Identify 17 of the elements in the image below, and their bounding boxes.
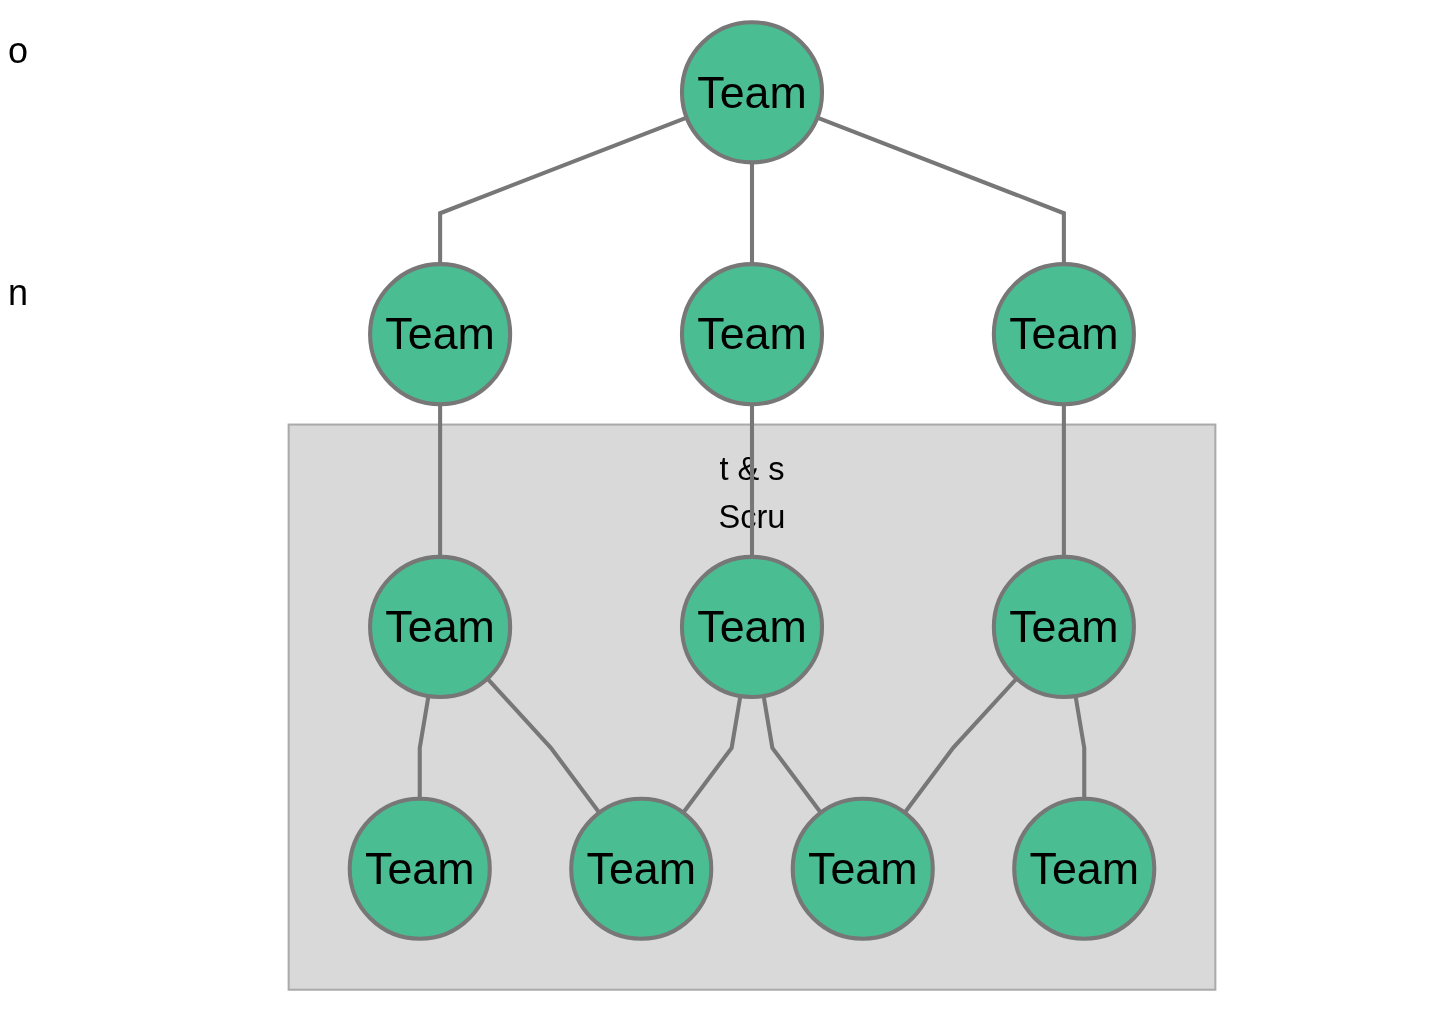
node-circle: Team [991,261,1136,406]
node-circle: Team [679,554,824,699]
node-circle: Team [790,796,935,941]
node-circle: Team [568,796,713,941]
side-label: n [8,272,30,314]
node-circle: Team [679,261,824,406]
connector [761,695,822,814]
connector [902,676,1018,814]
node-circle: Team [367,261,512,406]
node-circle: Team [1011,796,1156,941]
node-circle: Team [367,554,512,699]
node-circle: Team [679,19,824,164]
node-circle: Team [991,554,1136,699]
node-circle: Team [347,796,492,941]
connector [681,695,742,814]
side-label: o [8,30,30,72]
connector [485,676,601,814]
